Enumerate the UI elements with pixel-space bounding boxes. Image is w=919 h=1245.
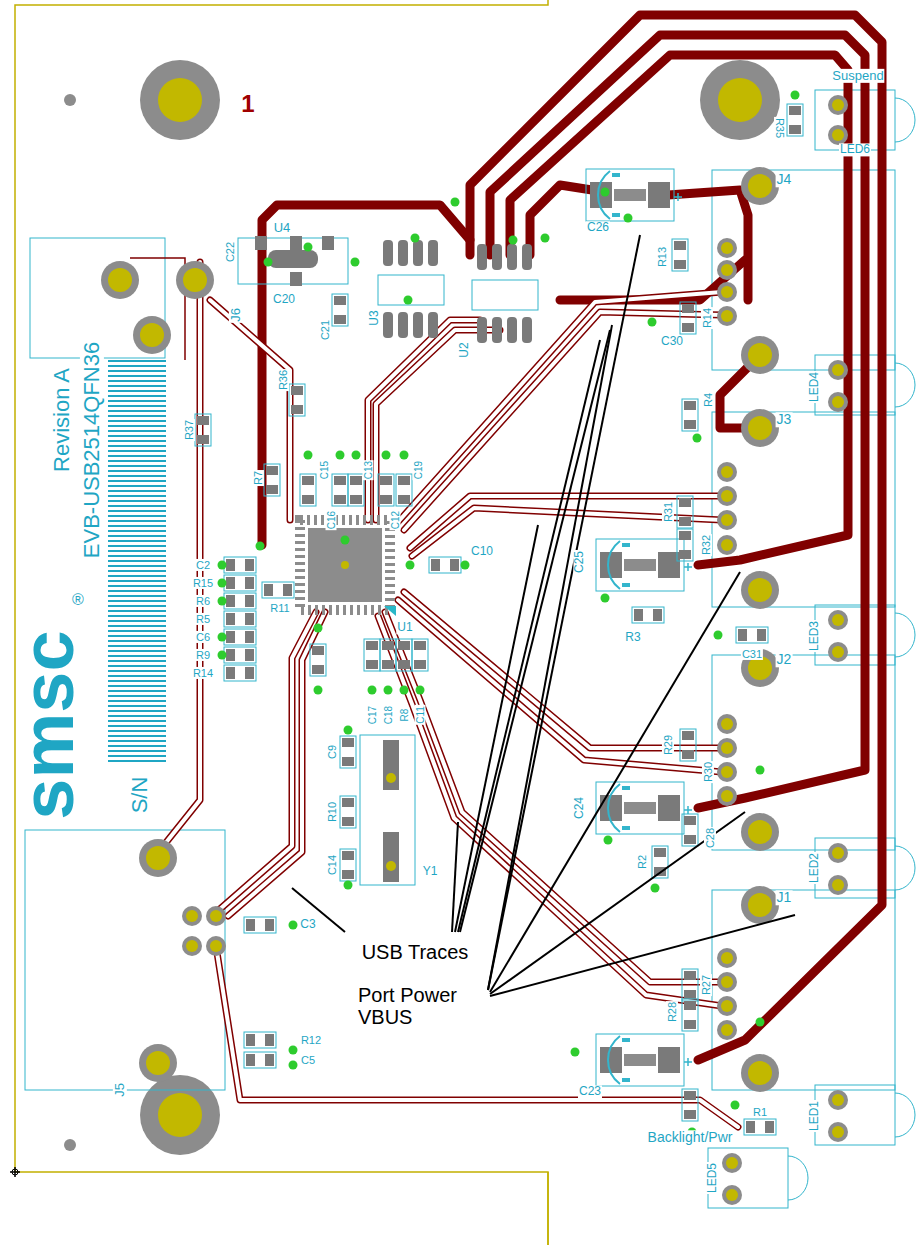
led-ref: LED2 [808,852,821,884]
board-number: 1 [240,91,255,117]
resistor-ref: R30 [702,761,714,783]
led-ref: LED3 [808,620,821,652]
crystal-ref: Y1 [422,865,439,878]
ic-ref: U2 [458,341,471,358]
capacitor-ref: C30 [660,335,684,348]
capacitor-ref: C10 [470,545,494,558]
connector-ref: J1 [776,890,793,905]
led-label: Suspend [831,69,884,83]
resistor-ref: R29 [662,734,674,756]
led-label: Backlight/Pwr [647,1130,734,1145]
led-ref: LED1 [808,1100,821,1132]
capacitor-ref: C18 [383,705,394,725]
capacitor-ref: C6 [195,631,211,643]
resistor-ref: R15 [192,577,214,589]
ic-ref: U4 [273,221,292,235]
callout-label: USB Traces [361,941,470,963]
capacitor-ref: C16 [326,510,337,530]
resistor-ref: R7 [252,470,264,486]
resistor-ref: R9 [195,649,211,661]
resistor-ref: R14 [701,307,713,329]
revision-text: Revision A [50,367,74,473]
resistor-ref: R14 [192,667,214,679]
resistor-ref: R5 [195,613,211,625]
ic-ref: U3 [368,309,381,326]
capacitor-ref: C12 [390,510,401,530]
connector-ref: J6 [229,307,243,323]
resistor-ref: R13 [656,246,668,268]
capacitor-ref: C26 [586,221,610,234]
ic-ref: U1 [396,621,413,634]
callout-label: Port Power VBUS [357,984,471,1028]
capacitor-ref: C14 [326,854,338,876]
capacitor-ref: C31 [741,648,763,660]
resistor-ref: R28 [666,1001,678,1023]
capacitor-ref: C20 [272,293,296,306]
led-ref: LED5 [706,1162,719,1194]
connector-ref: J5 [113,1082,127,1098]
resistor-ref: R3 [624,631,641,644]
resistor-ref: R12 [300,1034,322,1046]
connector-ref: J2 [776,652,793,667]
resistor-ref: R36 [277,369,289,391]
resistor-ref: R4 [702,392,714,408]
capacitor-ref: C17 [367,705,378,725]
capacitor-ref: C9 [326,744,338,760]
resistor-ref: R37 [183,419,195,441]
capacitor-ref: C15 [319,460,330,480]
resistor-ref: R35 [774,117,786,139]
resistor-ref: R1 [752,1106,768,1118]
capacitor-ref: C11 [415,705,426,725]
resistor-ref: R27 [700,974,712,996]
logo-text: smsc [11,629,85,820]
resistor-ref: R2 [636,854,648,870]
resistor-ref: R31 [662,501,674,523]
resistor-ref: R10 [326,801,338,823]
board-name: EVB-USB2514QFN36 [80,341,104,559]
capacitor-ref: C24 [573,796,586,820]
led-ref: LED4 [808,371,821,403]
leader-line [292,235,795,996]
connector-ref: J3 [776,412,793,427]
led-ref: LED6 [839,143,871,156]
capacitor-ref: C25 [573,550,586,574]
resistor-ref: R8 [399,708,410,723]
registered-mark: ® [71,591,85,609]
serial-label: S/N [128,776,152,815]
connector-ref: J4 [776,172,793,187]
capacitor-ref: C21 [319,319,331,341]
capacitor-ref: C2 [195,559,211,571]
resistor-ref: R6 [195,595,211,607]
capacitor-ref: C23 [578,1085,602,1098]
resistor-ref: R32 [700,534,712,556]
capacitor-ref: C3 [299,918,316,931]
capacitor-ref: C22 [224,241,236,263]
resistor-ref: R11 [269,602,290,614]
capacitor-ref: C19 [413,460,424,480]
capacitor-ref: C5 [300,1054,316,1066]
capacitor-ref: C13 [363,460,374,480]
capacitor-ref: C28 [704,827,716,849]
